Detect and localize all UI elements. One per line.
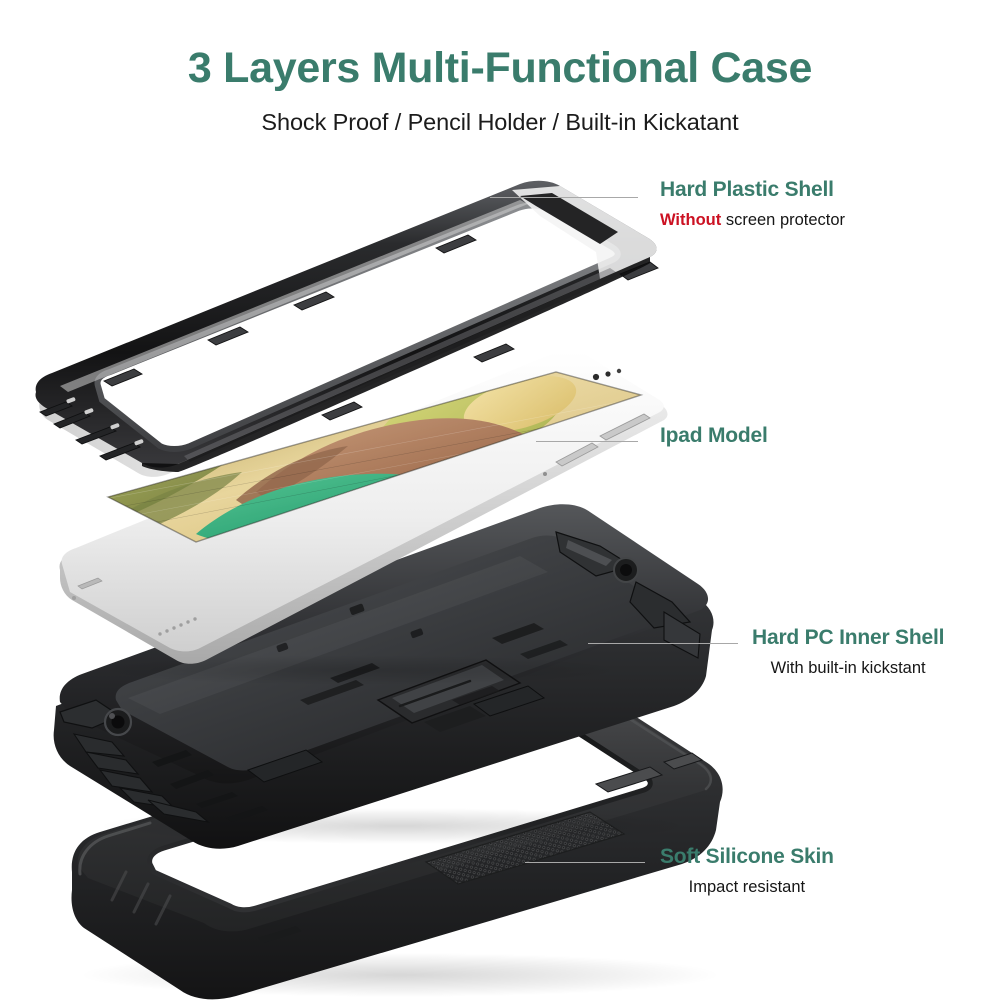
screen-gloss [108,372,641,542]
silicone-port-cutout [258,926,302,943]
bezel-window [97,205,618,449]
silicone-button-cutouts [594,752,704,793]
callout-title-hard-pc-inner-shell: Hard PC Inner Shell [752,626,945,649]
bezel-port-nubs [39,397,144,461]
leader-line-hard-pc-inner-shell [588,643,738,644]
tablet-left-mic [72,596,76,600]
callout-accent-without: Without [660,211,722,229]
inner-shell-face [115,535,669,771]
leader-line-soft-silicone-skin [525,862,645,863]
tablet-speaker-grille [158,617,197,636]
callout-ipad-model: Ipad Model [660,424,768,448]
layer-hard-plastic-shell [35,180,659,477]
page-title: 3 Layers Multi-Functional Case [187,44,813,92]
inner-shell-armor-nubs-right [555,531,701,659]
inner-shell-corner-bumpers [246,685,546,783]
callout-title-soft-silicone-skin: Soft Silicone Skin [660,845,834,868]
page-subtitle: Shock Proof / Pencil Holder / Built-in K… [261,109,739,135]
callout-sub-rest-hard-plastic-shell: screen protector [721,211,846,229]
callout-title-ipad-model: Ipad Model [660,424,768,447]
callout-sub-hard-pc-inner-shell: With built-in kickstant [770,659,926,677]
bezel-clips [103,234,659,421]
silicone-corner-highlight-left [78,821,152,876]
callout-soft-silicone-skin: Soft Silicone Skin Impact resistant [660,845,834,897]
header: 3 Layers Multi-Functional Case Shock Pro… [0,0,1000,136]
leader-line-hard-plastic-shell [490,197,638,198]
bezel-reflection-stripe [60,200,528,392]
tablet-shadow [90,655,630,685]
tablet-mic-hole [543,472,547,476]
callout-title-hard-plastic-shell: Hard Plastic Shell [660,178,834,201]
silicone-corner-highlight-right [598,698,713,791]
tablet-left-port [77,577,103,590]
inner-shell-armor-nubs-left [59,699,268,823]
leader-line-ipad-model [536,441,638,442]
screen-bezel-line [106,371,644,543]
callout-sub-soft-silicone-skin: Impact resistant [688,878,806,896]
tablet-front-camera [592,368,622,381]
bezel-reflection-near [184,268,616,462]
bezel-corner-dark [520,193,618,244]
tablet-side-buttons[interactable] [555,413,651,467]
callout-hard-plastic-shell: Hard Plastic Shell Without screen protec… [660,178,845,230]
callout-sub-hard-plastic-shell: Without screen protector [660,211,845,230]
silicone-grip-ridges [110,870,172,926]
callout-hard-pc-inner-shell: Hard PC Inner Shell With built-in kickst… [752,626,944,678]
